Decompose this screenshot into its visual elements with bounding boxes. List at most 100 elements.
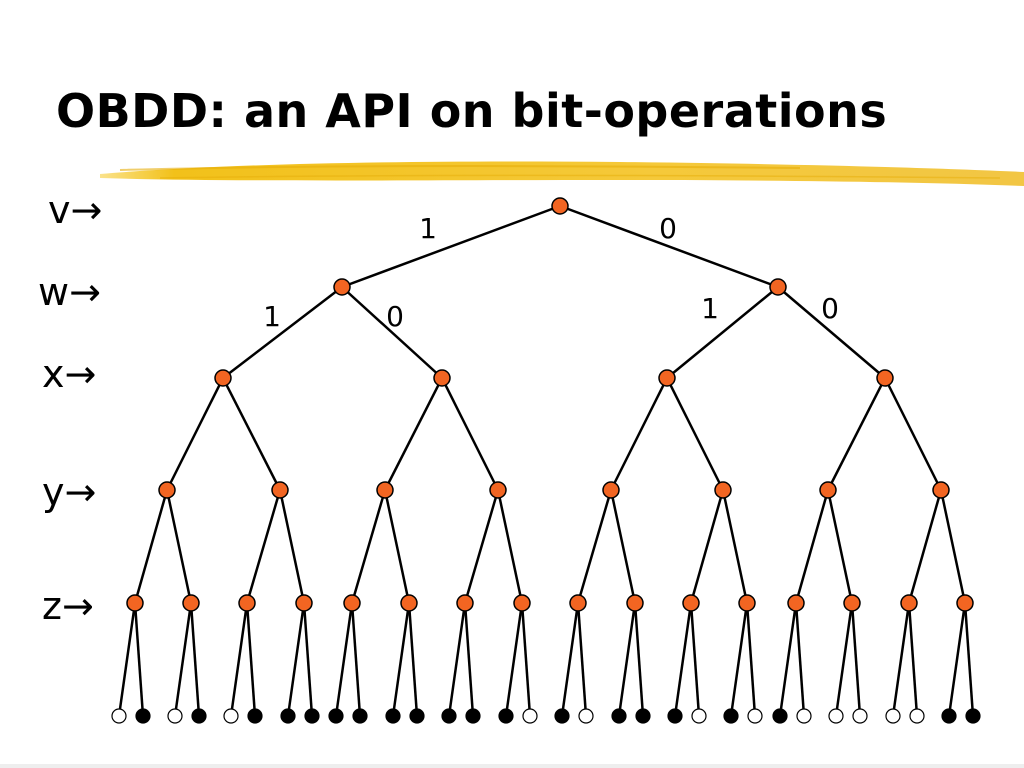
tree-edge-labels: 1 0 1 0 1 0 [263, 212, 839, 333]
leaf-node-filled [135, 708, 151, 724]
leaf-edge [334, 602, 354, 717]
leaf-edge [302, 602, 314, 717]
leaf-node-filled [723, 708, 739, 724]
title-underline-highlight [100, 161, 1024, 186]
leaf-node-filled [667, 708, 683, 724]
leaf-edge [891, 602, 911, 717]
leaf-edge [633, 602, 645, 717]
leaf-edge [907, 602, 919, 717]
leaf-node-empty [691, 708, 707, 724]
tree-edge [609, 377, 669, 491]
tree-leaves [111, 708, 981, 724]
tree-node-w [333, 278, 351, 296]
tree-edge [777, 286, 886, 379]
tree-node-x [433, 369, 451, 387]
variable-label-w: w→ [38, 270, 101, 314]
leaf-node-filled [554, 708, 570, 724]
leaf-edge [560, 602, 580, 717]
tree-node-x [876, 369, 894, 387]
tree-node-z [126, 594, 144, 612]
tree-edge [383, 489, 411, 604]
tree-edge [826, 377, 887, 491]
leaf-node-empty [111, 708, 127, 724]
leaf-node-empty [522, 708, 538, 724]
tree-node-y [158, 481, 176, 499]
leaf-edge [350, 602, 362, 717]
tree-edge [221, 377, 282, 491]
tree-node-z [238, 594, 256, 612]
variable-label-z: z→ [42, 584, 94, 628]
tree-edge [907, 489, 943, 604]
leaf-node-empty [852, 708, 868, 724]
tree-node-y [932, 481, 950, 499]
bottom-rule [0, 764, 1024, 768]
tree-edge [576, 489, 613, 604]
tree-edge [245, 489, 282, 604]
leaf-node-filled [441, 708, 457, 724]
tree-node-y [376, 481, 394, 499]
tree-node-z [513, 594, 531, 612]
tree-edge [222, 286, 343, 379]
leaf-edge [189, 602, 201, 717]
tree-node-z [900, 594, 918, 612]
leaf-edge [286, 602, 306, 717]
tree-node-z [456, 594, 474, 612]
tree-edge [689, 489, 725, 604]
tree-edge [350, 489, 387, 604]
leaf-edge [173, 602, 193, 717]
leaf-edge [794, 602, 806, 717]
leaf-node-filled [465, 708, 481, 724]
tree-node-x [214, 369, 232, 387]
variable-label-y: y→ [42, 470, 97, 514]
leaf-edge [834, 602, 854, 717]
tree-node-z [400, 594, 418, 612]
tree-edge [278, 489, 306, 604]
tree-edge [165, 489, 193, 604]
leaf-node-filled [409, 708, 425, 724]
tree-edge [721, 489, 749, 604]
leaf-edge [407, 602, 419, 717]
leaf-node-empty [828, 708, 844, 724]
leaf-node-empty [167, 708, 183, 724]
tree-node-z [956, 594, 974, 612]
leaf-node-filled [611, 708, 627, 724]
tree-edge [463, 489, 500, 604]
leaf-node-filled [328, 708, 344, 724]
leaf-edge [391, 602, 411, 717]
tree-edge [939, 489, 967, 604]
edge-label-root-right: 0 [659, 212, 677, 245]
variable-label-x: x→ [42, 352, 97, 396]
tree-node-z [682, 594, 700, 612]
tree-node-z [569, 594, 587, 612]
tree-node-y [714, 481, 732, 499]
tree-edge [609, 489, 637, 604]
edge-label-w-right-0: 0 [821, 292, 839, 325]
tree-node-y [489, 481, 507, 499]
tree-nodes [126, 197, 974, 612]
tree-edge [794, 489, 830, 604]
leaf-node-filled [498, 708, 514, 724]
edge-label-w-right-1: 1 [701, 292, 719, 325]
leaf-node-empty [578, 708, 594, 724]
leaf-edge [745, 602, 757, 717]
leaf-node-filled [352, 708, 368, 724]
tree-node-z [738, 594, 756, 612]
tree-edge [496, 489, 524, 604]
edge-label-root-left: 1 [419, 212, 437, 245]
slide-title: OBDD: an API on bit-operations [56, 84, 888, 138]
leaf-edge [689, 602, 701, 717]
leaf-node-empty [747, 708, 763, 724]
leaf-node-empty [223, 708, 239, 724]
leaf-edge [245, 602, 257, 717]
tree-edge [133, 489, 169, 604]
tree-node-z [295, 594, 313, 612]
leaf-node-filled [280, 708, 296, 724]
leaf-edge [117, 602, 137, 717]
leaf-edge [463, 602, 475, 717]
edge-label-w-left-1: 1 [263, 300, 281, 333]
leaf-edge [229, 602, 249, 717]
tree-edge [559, 204, 779, 289]
tree-node-z [626, 594, 644, 612]
leaf-node-filled [247, 708, 263, 724]
leaf-edge [520, 602, 532, 717]
